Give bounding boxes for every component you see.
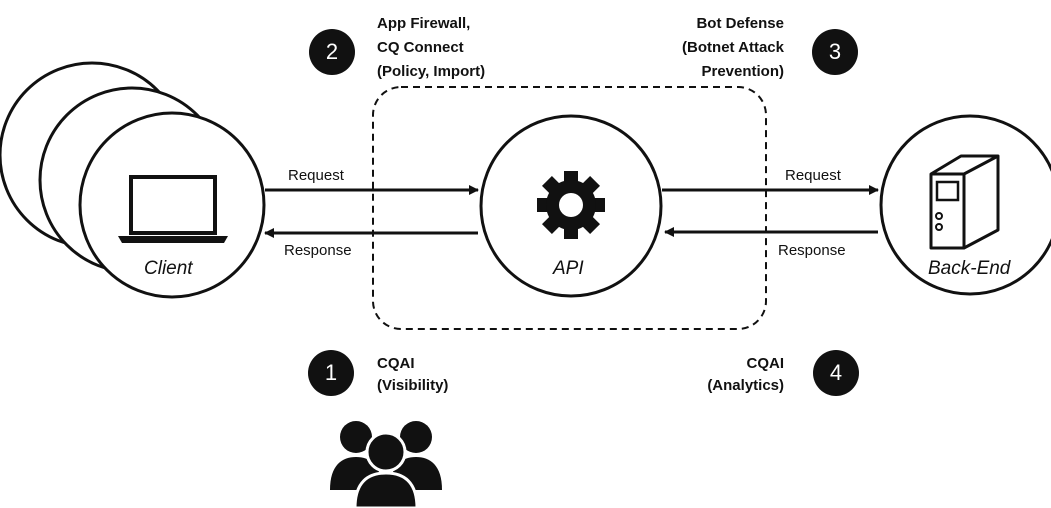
step-3-line-1: Bot Defense xyxy=(696,15,784,32)
step-3-line-2: (Botnet Attack xyxy=(682,39,784,56)
step-2-line-2: CQ Connect xyxy=(377,39,464,56)
client-label: Client xyxy=(144,258,193,279)
laptop-icon xyxy=(118,175,228,243)
step-badge-3: 3 xyxy=(812,29,858,75)
left-response-label: Response xyxy=(284,242,352,259)
left-request-label: Request xyxy=(288,167,344,184)
step-2-line-1: App Firewall, xyxy=(377,15,471,32)
server-icon xyxy=(929,154,1000,250)
step-1-line-2: (Visibility) xyxy=(377,377,449,394)
gateway-boundary xyxy=(372,86,767,330)
step-4-line-1: CQAI xyxy=(746,355,785,372)
step-2-line-3: (Policy, Import) xyxy=(377,63,486,80)
backend-label: Back-End xyxy=(928,258,1011,279)
step-badge-2: 2 xyxy=(309,29,355,75)
right-response-label: Response xyxy=(778,242,846,259)
right-request-label: Request xyxy=(785,167,841,184)
api-label: API xyxy=(553,258,584,279)
step-4-line-2: (Analytics) xyxy=(707,377,784,394)
step-1-line-1: CQAI xyxy=(377,355,415,372)
step-badge-4: 4 xyxy=(813,350,859,396)
step-3-line-3: Prevention) xyxy=(701,63,784,80)
gear-icon xyxy=(537,171,605,239)
step-badge-1: 1 xyxy=(308,350,354,396)
users-group-icon xyxy=(330,421,442,508)
